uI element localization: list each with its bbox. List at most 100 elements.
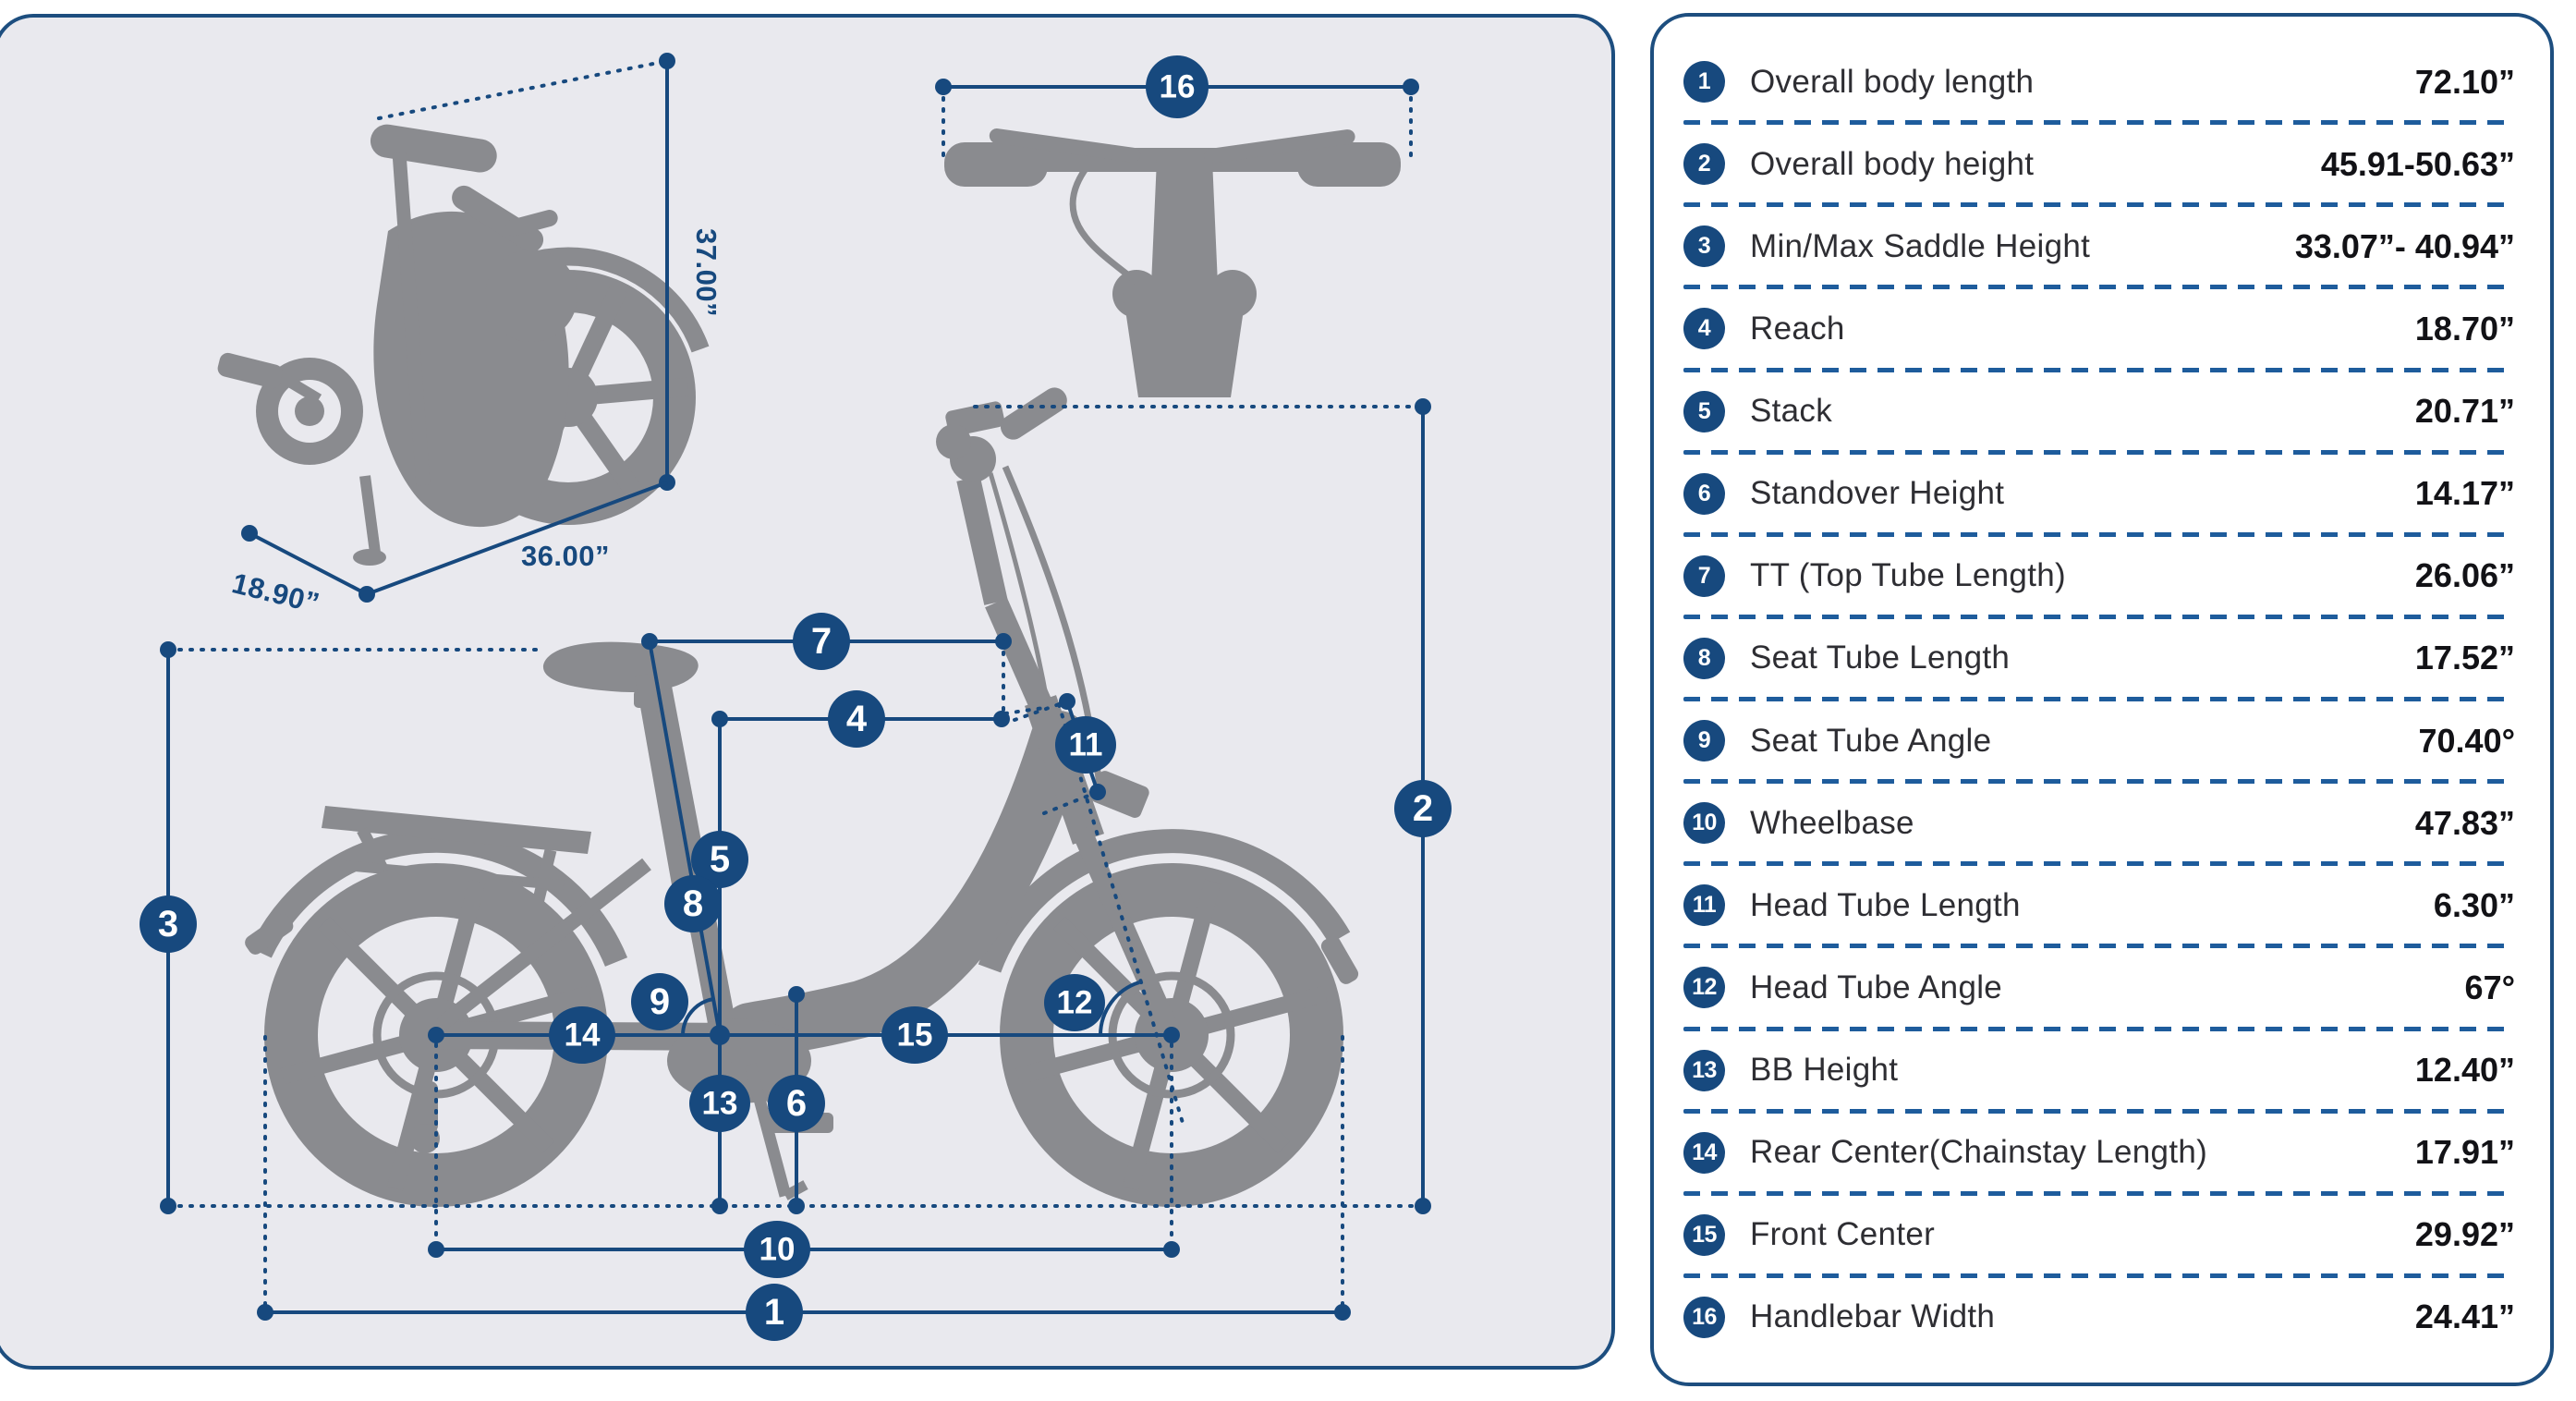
spec-row: 4 Reach 18.70” [1683, 287, 2515, 372]
svg-text:11: 11 [1069, 727, 1103, 763]
row-number-badge: 8 [1683, 637, 1725, 679]
spec-value: 17.52” [2414, 639, 2515, 677]
row-number-badge: 3 [1683, 225, 1725, 268]
row-number-badge: 1 [1683, 61, 1725, 104]
spec-table: 1 Overall body length 72.10” 2 Overall b… [1683, 41, 2515, 1358]
row-number: 16 [1692, 1303, 1717, 1330]
svg-text:3: 3 [158, 904, 178, 944]
svg-text:13: 13 [702, 1086, 738, 1122]
row-number: 13 [1692, 1056, 1717, 1083]
spec-label: Handlebar Width [1750, 1298, 1996, 1335]
spec-label: Stack [1750, 393, 1833, 430]
row-number-badge: 7 [1683, 554, 1725, 597]
spec-label: Front Center [1750, 1216, 1936, 1253]
folded-length-label: 36.00” [521, 540, 610, 572]
row-number-badge: 5 [1683, 390, 1725, 432]
spec-label: Overall body height [1750, 145, 2035, 182]
handlebar-top-view-silhouette [944, 128, 1401, 397]
spec-label: BB Height [1750, 1052, 1899, 1089]
spec-row: 12 Head Tube Angle 67° [1683, 946, 2515, 1031]
spec-row: 14 Rear Center(Chainstay Length) 17.91” [1683, 1112, 2515, 1196]
row-number: 12 [1692, 974, 1717, 1001]
row-number: 14 [1692, 1139, 1717, 1165]
spec-row: 7 TT (Top Tube Length) 26.06” [1683, 535, 2515, 620]
row-number: 1 [1697, 68, 1711, 95]
spec-row: 11 Head Tube Length 6.30” [1683, 864, 2515, 949]
dim-1-overall-length [257, 1035, 1351, 1321]
marker-14: 14 [549, 1006, 615, 1064]
spec-label: Head Tube Angle [1750, 969, 2003, 1005]
row-number-badge: 14 [1683, 1131, 1725, 1174]
row-number-badge: 13 [1683, 1049, 1725, 1091]
spec-row: 8 Seat Tube Length 17.52” [1683, 617, 2515, 702]
marker-4: 4 [828, 690, 885, 748]
spec-row: 2 Overall body height 45.91-50.63” [1683, 123, 2515, 208]
spec-row: 16 Handlebar Width 24.41” [1683, 1276, 2515, 1358]
spec-row: 15 Front Center 29.92” [1683, 1194, 2515, 1279]
marker-11: 11 [1055, 716, 1116, 774]
row-number: 2 [1697, 151, 1711, 177]
svg-text:16: 16 [1160, 69, 1196, 105]
spec-row: 1 Overall body length 72.10” [1683, 41, 2515, 126]
marker-9: 9 [631, 973, 688, 1030]
marker-7: 7 [793, 613, 850, 670]
spec-label: Standover Height [1750, 475, 2005, 512]
marker-15: 15 [881, 1006, 948, 1064]
row-number-badge: 4 [1683, 308, 1725, 350]
spec-label: Seat Tube Length [1750, 640, 2011, 676]
spec-label: Head Tube Length [1750, 886, 2021, 923]
svg-text:7: 7 [811, 621, 832, 662]
marker-16: 16 [1146, 55, 1209, 118]
row-number-badge: 9 [1683, 720, 1725, 762]
row-number: 5 [1697, 397, 1711, 424]
svg-text:9: 9 [650, 981, 670, 1022]
row-number: 6 [1697, 480, 1711, 506]
spec-value: 18.70” [2414, 309, 2515, 347]
marker-6: 6 [768, 1075, 825, 1132]
row-number-badge: 11 [1683, 884, 1725, 927]
svg-text:8: 8 [683, 883, 703, 924]
spec-value: 72.10” [2414, 62, 2515, 101]
row-number-badge: 2 [1683, 143, 1725, 186]
dim-9-seat-angle-arc [681, 997, 714, 1036]
bike-geometry-diagram: 37.00” 36.00” 18.90” [0, 14, 1615, 1370]
row-number-badge: 16 [1683, 1296, 1725, 1338]
spec-row: 6 Standover Height 14.17” [1683, 453, 2515, 537]
marker-8: 8 [664, 875, 722, 932]
svg-text:2: 2 [1413, 788, 1433, 829]
svg-text:15: 15 [897, 1017, 933, 1054]
dim-12-head-angle-arc [1099, 981, 1140, 1036]
spec-value: 29.92” [2414, 1215, 2515, 1254]
diagram-panel [0, 14, 1615, 1370]
row-number-badge: 12 [1683, 967, 1725, 1009]
spec-row: 13 BB Height 12.40” [1683, 1029, 2515, 1114]
spec-value: 6.30” [2433, 885, 2515, 924]
spec-label: Min/Max Saddle Height [1750, 227, 2091, 264]
marker-13: 13 [689, 1075, 750, 1132]
svg-text:4: 4 [846, 699, 868, 739]
spec-value: 26.06” [2414, 556, 2515, 595]
marker-3: 3 [140, 895, 197, 953]
spec-value: 67° [2464, 968, 2515, 1006]
spec-value: 20.71” [2414, 392, 2515, 431]
spec-label: Overall body length [1750, 63, 2035, 100]
marker-5: 5 [691, 831, 748, 888]
marker-2: 2 [1394, 780, 1452, 837]
spec-value: 17.91” [2414, 1133, 2515, 1172]
spec-value: 70.40° [2418, 721, 2515, 760]
svg-text:6: 6 [786, 1083, 807, 1124]
svg-text:1: 1 [764, 1292, 784, 1333]
row-number: 11 [1692, 892, 1717, 919]
row-number-badge: 6 [1683, 472, 1725, 515]
spec-value: 14.17” [2414, 474, 2515, 513]
spec-value: 33.07”- 40.94” [2294, 226, 2515, 265]
spec-value: 45.91-50.63” [2320, 144, 2515, 183]
spec-row: 10 Wheelbase 47.83” [1683, 782, 2515, 867]
spec-label: Wheelbase [1750, 804, 1914, 841]
svg-text:12: 12 [1057, 985, 1093, 1021]
spec-panel: 1 Overall body length 72.10” 2 Overall b… [1650, 13, 2554, 1386]
row-number: 9 [1697, 727, 1711, 754]
svg-text:10: 10 [759, 1232, 796, 1268]
row-number: 15 [1692, 1221, 1717, 1248]
spec-row: 5 Stack 20.71” [1683, 371, 2515, 455]
